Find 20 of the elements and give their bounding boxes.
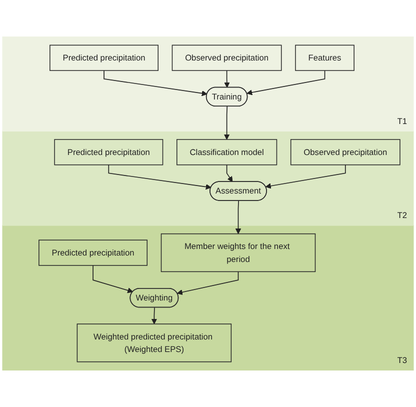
arrow [265, 164, 346, 189]
arrow [151, 307, 158, 324]
node-box: Predicted precipitation [54, 139, 164, 166]
node-box: Observed precipitation [290, 139, 400, 166]
arrow [246, 70, 326, 96]
arrow [224, 70, 230, 88]
arrow [235, 200, 242, 234]
arrow [226, 164, 233, 182]
node-box: Weighted predicted precipitation (Weighted EPS) [76, 324, 232, 362]
arrow [176, 271, 239, 295]
arrow [108, 164, 212, 190]
node-box: Predicted precipitation [50, 44, 158, 71]
node-box: Member weights for the next period [160, 233, 316, 272]
node-box: Classification model [176, 139, 278, 166]
node-box: Features [295, 44, 354, 71]
arrow [92, 265, 134, 294]
node-box: Observed precipitation [172, 44, 282, 71]
node-box: Predicted precipitation [38, 240, 148, 266]
arrow [224, 106, 230, 140]
arrow [104, 70, 208, 96]
